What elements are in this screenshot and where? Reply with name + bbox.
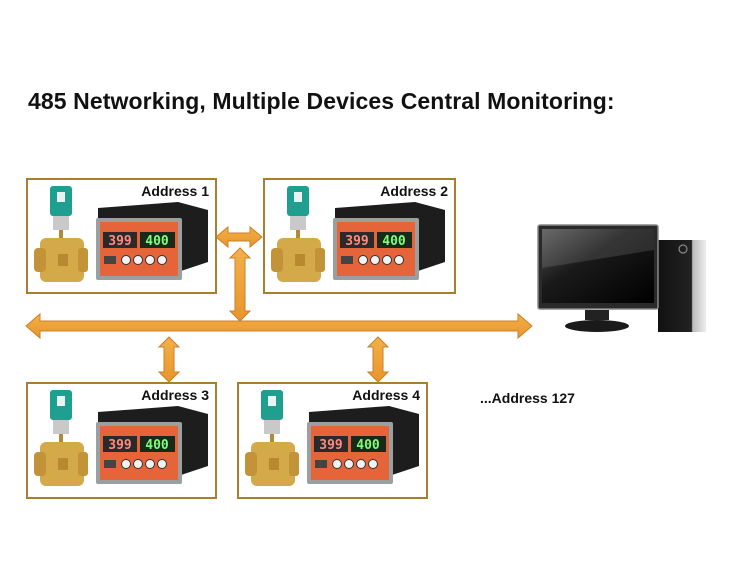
controller-key xyxy=(358,255,368,265)
device-box-4: Address 4 399 400 xyxy=(237,382,428,499)
link-arrow-1-2 xyxy=(215,225,263,249)
controller-key xyxy=(370,255,380,265)
display-right-value: 400 xyxy=(145,234,169,249)
valve-icon xyxy=(245,390,299,486)
controller-key xyxy=(133,255,143,265)
display-right-window xyxy=(351,436,386,452)
display-left-value: 399 xyxy=(319,438,342,453)
drop-arrow-3 xyxy=(157,336,181,383)
display-left-window xyxy=(103,436,137,452)
drop-arrow-4 xyxy=(366,336,390,383)
controller-icon: 399 400 xyxy=(333,202,445,280)
display-right-value: 400 xyxy=(145,438,169,453)
display-left-window xyxy=(314,436,348,452)
controller-key xyxy=(394,255,404,265)
display-right-window xyxy=(140,436,175,452)
actuator-yoke xyxy=(53,420,69,434)
device-box-1: Address 1 399 400 xyxy=(26,178,217,294)
display-left-window xyxy=(103,232,137,248)
page-title: 485 Networking, Multiple Devices Central… xyxy=(28,88,615,114)
controller-key xyxy=(344,459,354,469)
more-devices-label: ...Address 127 xyxy=(480,390,575,406)
actuator-yoke xyxy=(53,216,69,230)
display-left-window xyxy=(340,232,374,248)
controller-faceplate xyxy=(100,426,178,480)
valve-icon xyxy=(34,390,88,486)
display-right-window xyxy=(140,232,175,248)
link-arrow-to-bus xyxy=(228,247,252,322)
controller-icon: 399 400 xyxy=(96,202,208,280)
display-left-value: 399 xyxy=(345,234,368,249)
controller-key xyxy=(145,255,155,265)
display-left-value: 399 xyxy=(108,438,131,453)
actuator-yoke xyxy=(290,216,306,230)
controller-key xyxy=(368,459,378,469)
device-address-label: Address 3 xyxy=(141,387,209,403)
controller-key xyxy=(145,459,155,469)
device-box-3: Address 3 399 400 xyxy=(26,382,217,499)
valve-icon xyxy=(271,186,325,282)
device-address-label: Address 1 xyxy=(141,183,209,199)
display-left-value: 399 xyxy=(108,234,131,249)
display-right-value: 400 xyxy=(356,438,380,453)
controller-key xyxy=(356,459,366,469)
device-address-label: Address 4 xyxy=(352,387,420,403)
actuator-yoke xyxy=(264,420,280,434)
controller-faceplate xyxy=(337,222,415,276)
controller-key xyxy=(121,255,131,265)
controller-faceplate xyxy=(311,426,389,480)
controller-key xyxy=(382,255,392,265)
valve-icon xyxy=(34,186,88,282)
display-right-window xyxy=(377,232,412,248)
display-right-value: 400 xyxy=(382,234,406,249)
main-bus-arrow xyxy=(25,312,533,340)
valve-controller-image: 399 400 xyxy=(271,186,445,282)
controller-icon: 399 400 xyxy=(96,406,208,484)
controller-key xyxy=(157,459,167,469)
controller-key xyxy=(121,459,131,469)
device-address-label: Address 2 xyxy=(380,183,448,199)
device-box-2: Address 2 399 400 xyxy=(263,178,456,294)
controller-key xyxy=(332,459,342,469)
controller-faceplate xyxy=(100,222,178,276)
valve-controller-image: 399 400 xyxy=(34,186,208,282)
controller-icon: 399 400 xyxy=(307,406,419,484)
controller-key xyxy=(157,255,167,265)
valve-controller-image: 399 400 xyxy=(34,390,208,486)
valve-controller-image: 399 400 xyxy=(245,390,419,486)
controller-key xyxy=(133,459,143,469)
